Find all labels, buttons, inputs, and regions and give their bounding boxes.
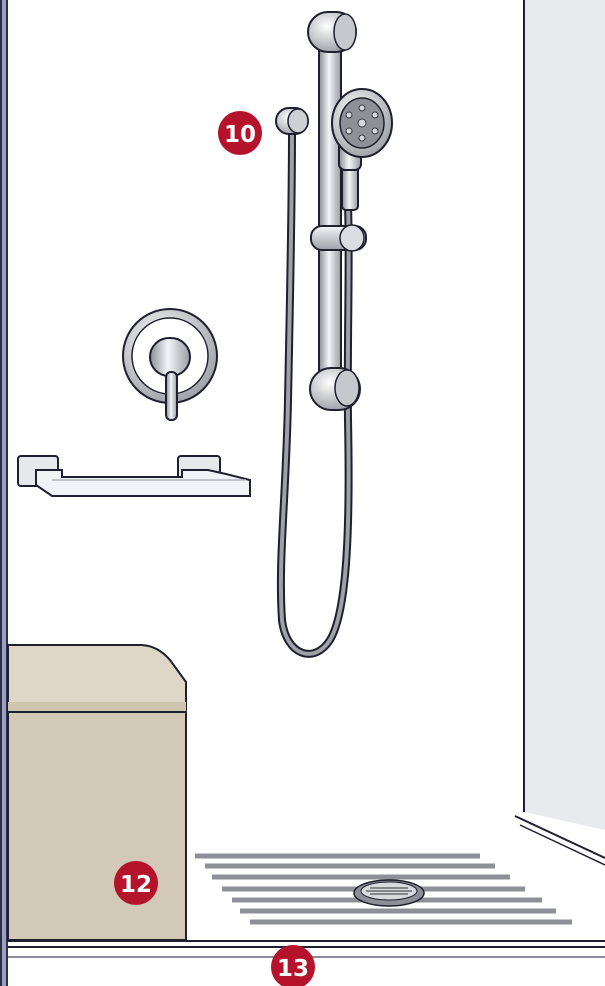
svg-text:12: 12 bbox=[120, 872, 152, 898]
svg-text:10: 10 bbox=[224, 122, 256, 148]
shower-bench bbox=[8, 645, 186, 940]
left-wall-frame bbox=[0, 0, 8, 986]
callout-marker-12: 12 bbox=[114, 861, 158, 905]
svg-text:13: 13 bbox=[277, 956, 309, 982]
hand-shower-hose-connection bbox=[276, 108, 308, 134]
callout-marker-10: 10 bbox=[218, 111, 262, 155]
floor-drain bbox=[354, 880, 424, 906]
